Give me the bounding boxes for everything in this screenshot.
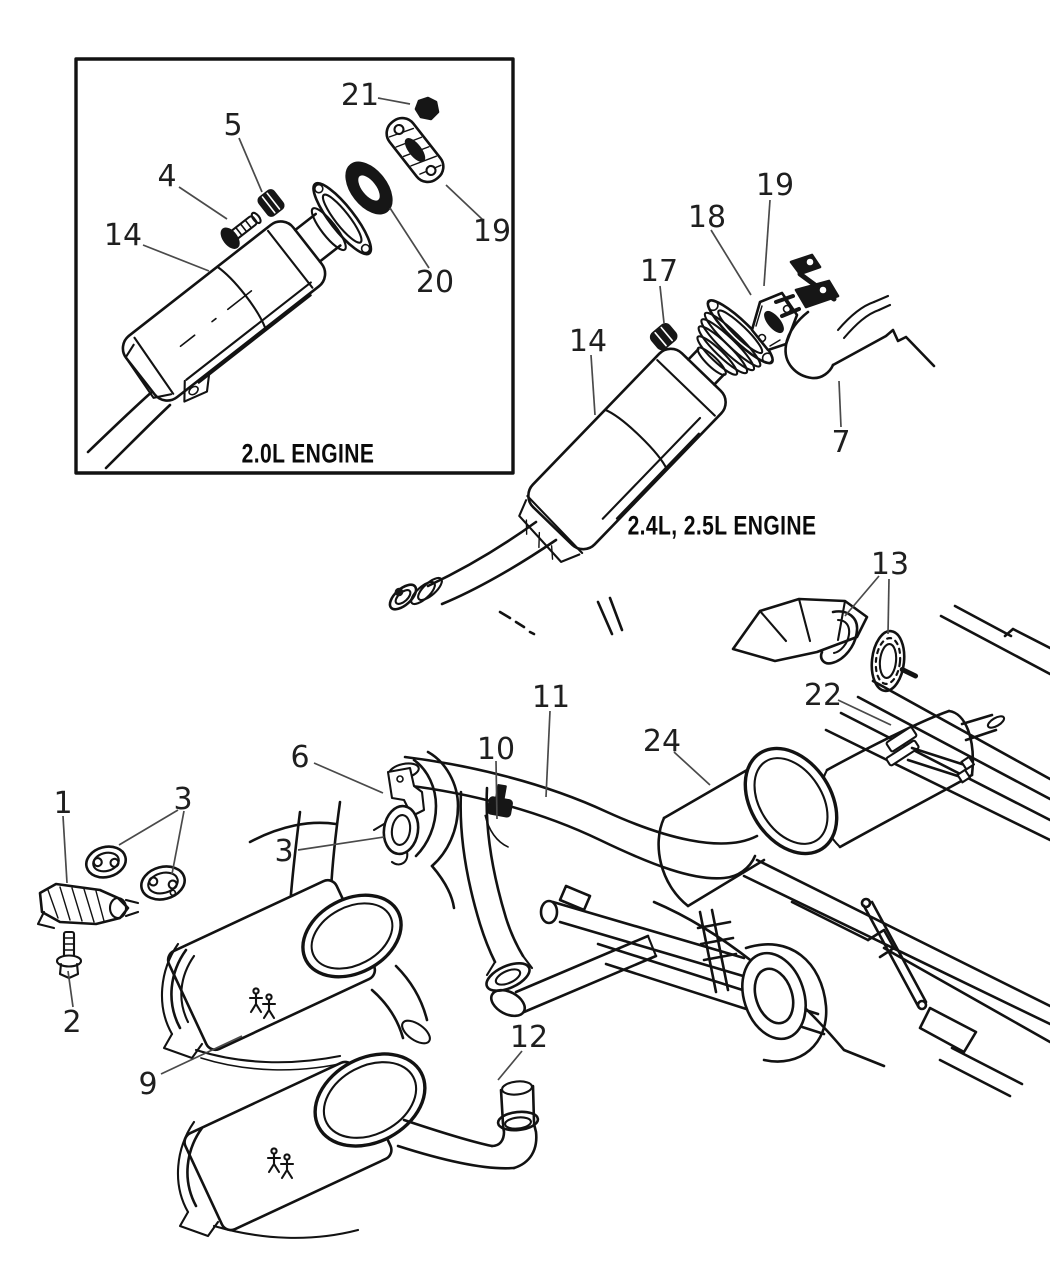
part-nut-dark bbox=[414, 96, 440, 121]
part-bracket-1 bbox=[36, 882, 140, 930]
callout-6: 6 bbox=[290, 740, 309, 775]
callout-19: 19 bbox=[473, 214, 511, 249]
leader-line-20 bbox=[389, 207, 430, 269]
leader-line-13 bbox=[844, 575, 880, 617]
part-seal-ring bbox=[345, 161, 393, 215]
part-rear-muffler-24 bbox=[657, 764, 766, 908]
leader-line-3 bbox=[171, 810, 185, 875]
leader-line-14 bbox=[142, 244, 210, 272]
callout-19: 19 bbox=[756, 168, 794, 203]
leader-line-4 bbox=[178, 186, 228, 220]
leader-line-19 bbox=[763, 199, 771, 287]
part-catalytic-converter-2-4l bbox=[518, 299, 774, 563]
callout-14: 14 bbox=[569, 324, 607, 359]
leader-line-7 bbox=[838, 380, 842, 428]
main-assembly bbox=[36, 596, 1050, 1239]
callout-9: 9 bbox=[138, 1067, 157, 1102]
inlet-pipe-2-4l bbox=[388, 520, 558, 611]
part-gasket-18 bbox=[750, 291, 799, 352]
callout-5: 5 bbox=[223, 108, 242, 143]
section-2-4l-2-5l-engine bbox=[388, 253, 936, 611]
leader-line-14 bbox=[590, 354, 596, 416]
rear-suspension bbox=[539, 884, 978, 1068]
leader-line-2 bbox=[67, 970, 74, 1008]
leader-line-13 bbox=[887, 578, 890, 635]
leader-line-17 bbox=[659, 285, 665, 324]
leader-line-24 bbox=[673, 751, 711, 786]
leader-line-11 bbox=[545, 710, 551, 798]
part-isolator-13 bbox=[870, 629, 919, 693]
part-muffler-pipe-12 bbox=[176, 1052, 540, 1239]
part-bolt bbox=[220, 211, 262, 249]
leader-line-18 bbox=[710, 229, 752, 296]
callout-20: 20 bbox=[416, 265, 454, 300]
part-nut-17 bbox=[649, 323, 678, 351]
leader-line-19 bbox=[445, 184, 484, 221]
part-support-hook-7 bbox=[784, 294, 936, 380]
callout-12: 12 bbox=[510, 1020, 548, 1055]
part-tailpipe-22 bbox=[819, 709, 1006, 849]
callout-3: 3 bbox=[173, 782, 192, 817]
callout-17: 17 bbox=[640, 254, 678, 289]
callout-2: 2 bbox=[62, 1005, 81, 1040]
inlet-pipe-2-0l bbox=[86, 388, 172, 470]
leader-line-6 bbox=[313, 762, 384, 794]
callout-3: 3 bbox=[274, 834, 293, 869]
callout-13: 13 bbox=[871, 547, 909, 582]
leader-line-3 bbox=[297, 836, 385, 851]
callout-4: 4 bbox=[157, 159, 176, 194]
caption-2-0l-engine: 2.0L ENGINE bbox=[241, 438, 375, 469]
leader-line-10 bbox=[495, 760, 498, 820]
leader-line-21 bbox=[377, 97, 411, 105]
callout-7: 7 bbox=[831, 425, 850, 460]
inset-border bbox=[74, 57, 515, 475]
inset-2-0l-engine bbox=[74, 57, 515, 475]
part-flange-plate bbox=[385, 116, 445, 184]
caption-2-4l-2-5l-engine: 2.4L, 2.5L ENGINE bbox=[627, 510, 817, 541]
callout-18: 18 bbox=[688, 200, 726, 235]
part-clamp-10 bbox=[484, 784, 513, 848]
connector-pipe-rear bbox=[489, 934, 658, 1018]
part-grommet-3b bbox=[140, 865, 186, 901]
leader-line-9 bbox=[160, 1035, 243, 1075]
part-catalytic-converter-2-0l bbox=[121, 181, 373, 403]
leader-line-5 bbox=[238, 137, 263, 193]
callout-21: 21 bbox=[341, 78, 379, 113]
callout-11: 11 bbox=[532, 680, 570, 715]
leader-line-12 bbox=[497, 1050, 523, 1081]
part-bracket-19 bbox=[774, 253, 840, 318]
callout-10: 10 bbox=[477, 732, 515, 767]
part-nut bbox=[257, 189, 285, 217]
callout-22: 22 bbox=[804, 678, 842, 713]
part-bolt-2 bbox=[55, 930, 83, 980]
connector-pipe-down bbox=[459, 786, 534, 993]
part-rear-muffler-24-face bbox=[743, 746, 839, 856]
callout-1: 1 bbox=[53, 786, 72, 821]
callout-24: 24 bbox=[643, 724, 681, 759]
part-hanger-6 bbox=[372, 766, 426, 866]
leader-line-22 bbox=[837, 699, 892, 726]
leader-line-1 bbox=[62, 815, 68, 884]
part-grommet-3a bbox=[84, 845, 128, 879]
part-front-muffler-9 bbox=[160, 878, 431, 1071]
callout-14: 14 bbox=[104, 218, 142, 253]
part-heat-shield-13 bbox=[731, 597, 869, 665]
leader-line-3 bbox=[118, 809, 179, 846]
